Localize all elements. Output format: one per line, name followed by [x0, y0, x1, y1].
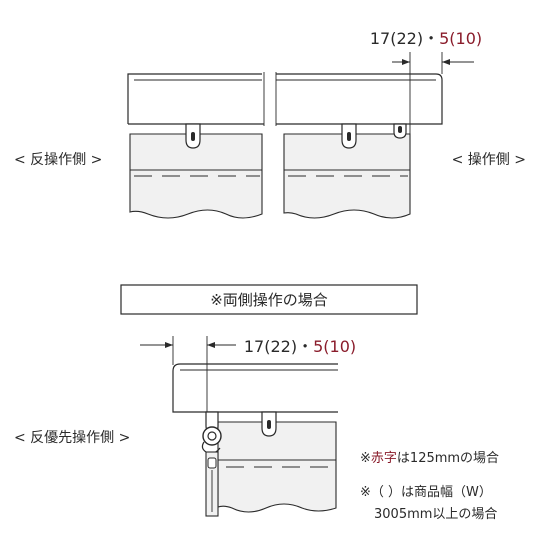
note-red-text: ※赤字は125mmの場合 — [360, 451, 499, 466]
right-side-label: < 操作側 > — [452, 152, 526, 168]
runner-hook-middle — [341, 123, 357, 149]
bottom-rail-diagram: 17(22)・5(10) < 反優先操作側 > — [14, 336, 356, 517]
curtain-panel-bottom — [217, 421, 337, 513]
note-parentheses-line2: 3005mm以上の場合 — [374, 507, 497, 522]
overlap-end-hook — [201, 411, 222, 517]
note-parentheses-line1: ※（ ）は商品幅（W） — [360, 485, 492, 500]
top-dimension — [392, 52, 474, 134]
svg-text:17(22)・5(10): 17(22)・5(10) — [244, 337, 356, 356]
bottom-dimension — [140, 336, 236, 420]
bottom-dim-red-value: 5(10) — [313, 337, 356, 356]
rail-left-top — [127, 73, 262, 124]
top-dim-value: 17(22)・ — [370, 29, 439, 48]
top-rail-diagram: 17(22)・5(10) < 反操作側 > < 操作側 > — [14, 29, 526, 219]
rail-right — [276, 73, 443, 125]
bottom-dim-value: 17(22)・ — [244, 337, 313, 356]
section-title-box — [120, 284, 418, 315]
top-dim-red-value: 5(10) — [439, 29, 482, 48]
left-side-label: < 反操作側 > — [14, 152, 102, 168]
end-runner-right — [393, 123, 407, 139]
runner-hook-bottom — [261, 411, 277, 437]
section-title: ※両側操作の場合 — [210, 291, 328, 309]
runner-hook-left — [185, 123, 201, 149]
bottom-side-label: < 反優先操作側 > — [14, 430, 130, 446]
rail-bottom — [172, 363, 338, 413]
svg-text:17(22)・5(10): 17(22)・5(10) — [370, 29, 482, 48]
